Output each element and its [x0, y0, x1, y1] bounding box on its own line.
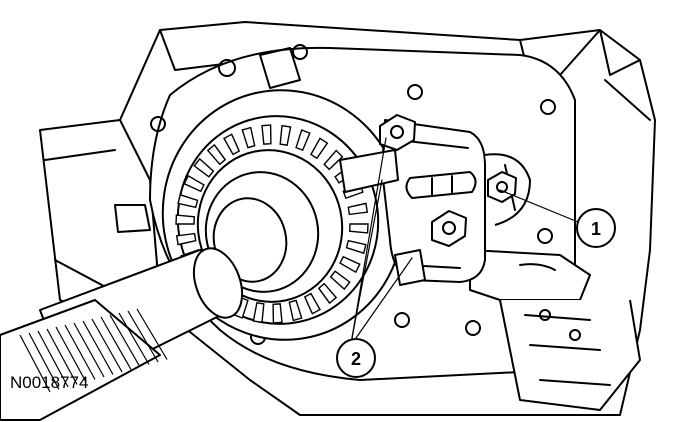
shaft-spline-line	[73, 322, 105, 378]
spline-tooth	[175, 214, 196, 225]
callout-2-label: 2	[351, 349, 361, 369]
shaft-spline-line	[55, 326, 87, 383]
spline-tooth	[261, 124, 272, 145]
figure-id: N0018774	[10, 373, 88, 392]
callout-leaders	[351, 137, 579, 339]
spline-tooth	[323, 149, 344, 171]
spline-tooth	[303, 292, 321, 315]
spline-tooth	[193, 157, 215, 178]
output-shaft	[0, 247, 244, 421]
spline-tooth	[175, 232, 197, 246]
shaft-spline-line	[136, 308, 168, 360]
servo-bolt-lower	[431, 210, 467, 247]
spline-tooth	[241, 126, 256, 149]
shaft-spline-line	[37, 330, 69, 388]
spline-tooth	[295, 129, 311, 151]
shaft-spline-line	[109, 314, 141, 368]
shaft-spline-line	[46, 328, 78, 385]
spline-tooth	[339, 255, 361, 274]
shaft-spline-line	[118, 312, 150, 365]
spline-tooth	[329, 270, 351, 291]
callout-1-label: 1	[591, 219, 601, 239]
spline-tooth	[272, 303, 283, 324]
servo-bolt-side	[487, 171, 517, 203]
callout-1: 1	[576, 208, 616, 248]
spline-tooth	[310, 137, 329, 160]
spline-tooth	[348, 223, 369, 234]
shaft-spline-line	[100, 316, 132, 370]
servo-bolt-upper	[379, 114, 416, 151]
spline-tooth	[279, 124, 292, 146]
spline-tooth	[252, 302, 265, 324]
spline-tooth	[177, 193, 199, 209]
spline-tooth	[288, 299, 303, 322]
spline-tooth	[183, 174, 205, 193]
spline-tooth	[345, 239, 367, 255]
callout-2: 2	[336, 338, 376, 378]
spline-tooth	[347, 202, 369, 216]
shift-linkage-area	[469, 249, 641, 411]
servo-bracket	[339, 119, 531, 286]
spline-tooth	[206, 143, 227, 166]
shaft-spline-line	[64, 324, 96, 380]
spline-tooth	[223, 133, 241, 156]
shaft-splines	[19, 308, 168, 393]
spline-tooth	[317, 282, 338, 305]
shaft-spline-line	[28, 332, 60, 390]
shaft-spline-line	[91, 318, 123, 373]
shaft-spline-line	[127, 310, 159, 363]
shaft-spline-line	[82, 320, 114, 375]
shaft-spline-line	[19, 334, 51, 393]
